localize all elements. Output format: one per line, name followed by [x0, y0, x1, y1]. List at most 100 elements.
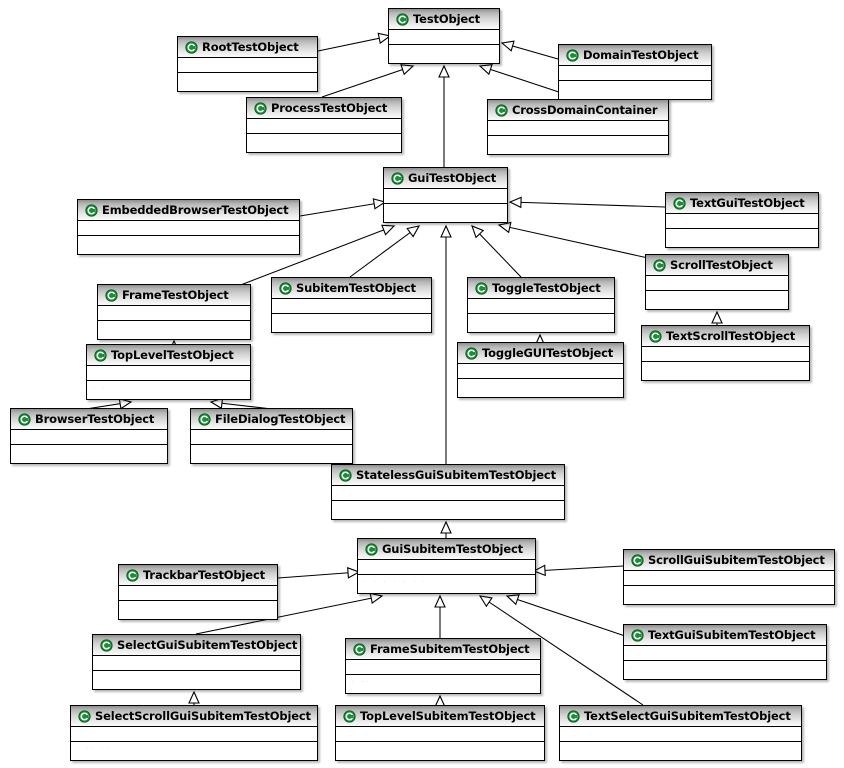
- class-header: DomainTestObject: [559, 45, 711, 66]
- class-header: ScrollGuiSubitemTestObject: [624, 550, 834, 571]
- class-name-label: TestObject: [413, 11, 481, 26]
- class-operations-compartment: · ··: [346, 675, 540, 691]
- uml-class-icon: [566, 48, 579, 62]
- class-name-label: SelectGuiSubitemTestObject: [117, 637, 298, 652]
- class-box-frametestobject[interactable]: FrameTestObject: [97, 284, 251, 340]
- class-operations-compartment: [389, 45, 499, 61]
- class-box-guitestobject[interactable]: GuiTestObject: [383, 167, 508, 223]
- edge-processtestobject-testobject: [321, 64, 415, 98]
- faint-compartment-mark: · ··: [352, 679, 372, 685]
- uml-class-icon: [343, 709, 356, 723]
- class-operations-compartment: [336, 742, 544, 758]
- class-header: StatelessGuiSubitemTestObject: [332, 465, 564, 486]
- uml-class-icon: [78, 709, 91, 723]
- class-box-selectguisubitemtestobject[interactable]: SelectGuiSubitemTestObject: [92, 634, 301, 690]
- edge-toggletestobject-guitestobject: [471, 225, 522, 278]
- edge-roottestobject-testobject: [317, 32, 392, 52]
- class-header: EmbeddedBrowserTestObject: [78, 200, 299, 221]
- class-attributes-compartment: [458, 364, 623, 379]
- class-name-label: GuiSubitemTestObject: [382, 541, 524, 556]
- uml-class-icon: [567, 709, 580, 723]
- class-header: ToggleTestObject: [468, 278, 614, 299]
- faint-compartment-mark: · ·· ··: [77, 746, 112, 752]
- class-box-toplevelsubitemtestobject[interactable]: TopLevelSubitemTestObject: [335, 705, 545, 761]
- class-name-label: GuiTestObject: [408, 170, 497, 185]
- class-operations-compartment: · ·: [87, 381, 250, 397]
- edge-textguisubitemtestobject-guisubitemtestobject: [505, 594, 626, 637]
- uml-class-icon: [339, 468, 352, 482]
- class-operations-compartment: [11, 445, 167, 461]
- class-attributes-compartment: [624, 571, 834, 586]
- class-box-testobject[interactable]: TestObject: [388, 8, 500, 64]
- class-operations-compartment: [178, 73, 317, 89]
- class-name-label: TextGuiSubitemTestObject: [648, 627, 816, 642]
- class-name-label: DomainTestObject: [583, 47, 699, 62]
- class-box-embeddedbrowsertestobject[interactable]: EmbeddedBrowserTestObject: [77, 199, 300, 255]
- edge-scrolltestobject-guitestobject: [497, 221, 649, 259]
- class-name-label: ScrollGuiSubitemTestObject: [648, 552, 825, 567]
- uml-class-icon: [673, 196, 686, 210]
- class-attributes-compartment: [646, 276, 788, 291]
- class-name-label: TextGuiTestObject: [690, 195, 805, 210]
- class-header: SelectScrollGuiSubitemTestObject: [71, 706, 317, 727]
- class-header: FrameSubitemTestObject: [346, 639, 540, 660]
- faint-compartment-mark: · ·: [93, 385, 108, 391]
- class-box-trackbartestobject[interactable]: TrackbarTestObject: [118, 564, 278, 620]
- class-header: TrackbarTestObject: [119, 565, 277, 586]
- class-attributes-compartment: [78, 221, 299, 236]
- class-box-crossdomaincontainer[interactable]: CrossDomainContainer: [487, 99, 669, 155]
- class-header: GuiTestObject: [384, 168, 507, 189]
- class-name-label: SubitemTestObject: [296, 280, 416, 295]
- class-operations-compartment: [666, 229, 818, 245]
- class-box-textguisubitemtestobject[interactable]: TextGuiSubitemTestObject·: [623, 624, 827, 680]
- class-header: RootTestObject: [178, 37, 317, 58]
- class-box-guisubitemtestobject[interactable]: GuiSubitemTestObject· · · · · · ·: [357, 538, 536, 594]
- class-box-filedialogtestobject[interactable]: FileDialogTestObject: [190, 408, 353, 464]
- class-operations-compartment: [332, 501, 564, 517]
- uml-class-icon: [85, 203, 98, 217]
- class-attributes-compartment: [624, 646, 826, 661]
- class-box-topleveltestobject[interactable]: TopLevelTestObject · ·: [86, 344, 251, 400]
- class-operations-compartment: [642, 362, 809, 378]
- uml-class-icon: [353, 642, 366, 656]
- class-name-label: TextScrollTestObject: [666, 328, 796, 343]
- class-box-textguitestobject[interactable]: TextGuiTestObject: [665, 192, 819, 248]
- class-attributes-compartment: [98, 306, 250, 321]
- class-header: TestObject: [389, 9, 499, 30]
- class-box-processtestobject[interactable]: ProcessTestObject: [246, 97, 402, 153]
- class-attributes-compartment: [666, 214, 818, 229]
- class-box-scrolltestobject[interactable]: ScrollTestObject: [645, 254, 789, 310]
- class-box-textscrolltestobject[interactable]: TextScrollTestObject: [641, 325, 810, 381]
- class-box-framesubitemtestobject[interactable]: FrameSubitemTestObject · ··: [345, 638, 541, 694]
- class-header: TextGuiSubitemTestObject: [624, 625, 826, 646]
- class-box-textselectguisubitemtestobject[interactable]: TextSelectGuiSubitemTestObject: [559, 705, 802, 761]
- uml-class-icon: [649, 329, 662, 343]
- class-operations-compartment: [559, 81, 711, 97]
- class-attributes-compartment: [358, 560, 535, 575]
- class-operations-compartment: [247, 134, 401, 150]
- class-operations-compartment: [560, 742, 801, 758]
- class-box-domaintestobject[interactable]: DomainTestObject: [558, 44, 712, 100]
- uml-class-icon: [18, 412, 31, 426]
- class-header: TextSelectGuiSubitemTestObject: [560, 706, 801, 727]
- class-attributes-compartment: [119, 586, 277, 601]
- class-box-toggletestobject[interactable]: ToggleTestObject: [467, 277, 615, 333]
- class-box-browsertestobject[interactable]: BrowserTestObject: [10, 408, 168, 464]
- uml-class-icon: [631, 628, 644, 642]
- class-name-label: SelectScrollGuiSubitemTestObject: [95, 708, 311, 723]
- class-attributes-compartment: [71, 727, 317, 742]
- class-box-roottestobject[interactable]: RootTestObject: [177, 36, 318, 92]
- class-box-toggleguitestobject[interactable]: ToggleGUITestObject: [457, 342, 624, 398]
- class-name-label: TopLevelTestObject: [111, 347, 234, 362]
- class-attributes-compartment: [11, 430, 167, 445]
- class-header: FileDialogTestObject: [191, 409, 352, 430]
- edge-subitemtestobject-guitestobject: [349, 225, 421, 278]
- class-attributes-compartment: [560, 727, 801, 742]
- class-box-selectscrollguisubitemtestobject[interactable]: SelectScrollGuiSubitemTestObject · ·· ··: [70, 705, 318, 761]
- class-name-label: ProcessTestObject: [271, 100, 388, 115]
- class-box-statelessguisubitemtestobject[interactable]: StatelessGuiSubitemTestObject: [331, 464, 565, 520]
- class-operations-compartment: [468, 314, 614, 330]
- class-box-scrollguisubitemtestobject[interactable]: ScrollGuiSubitemTestObject: [623, 549, 835, 605]
- class-box-subitemtestobject[interactable]: SubitemTestObject: [271, 277, 432, 333]
